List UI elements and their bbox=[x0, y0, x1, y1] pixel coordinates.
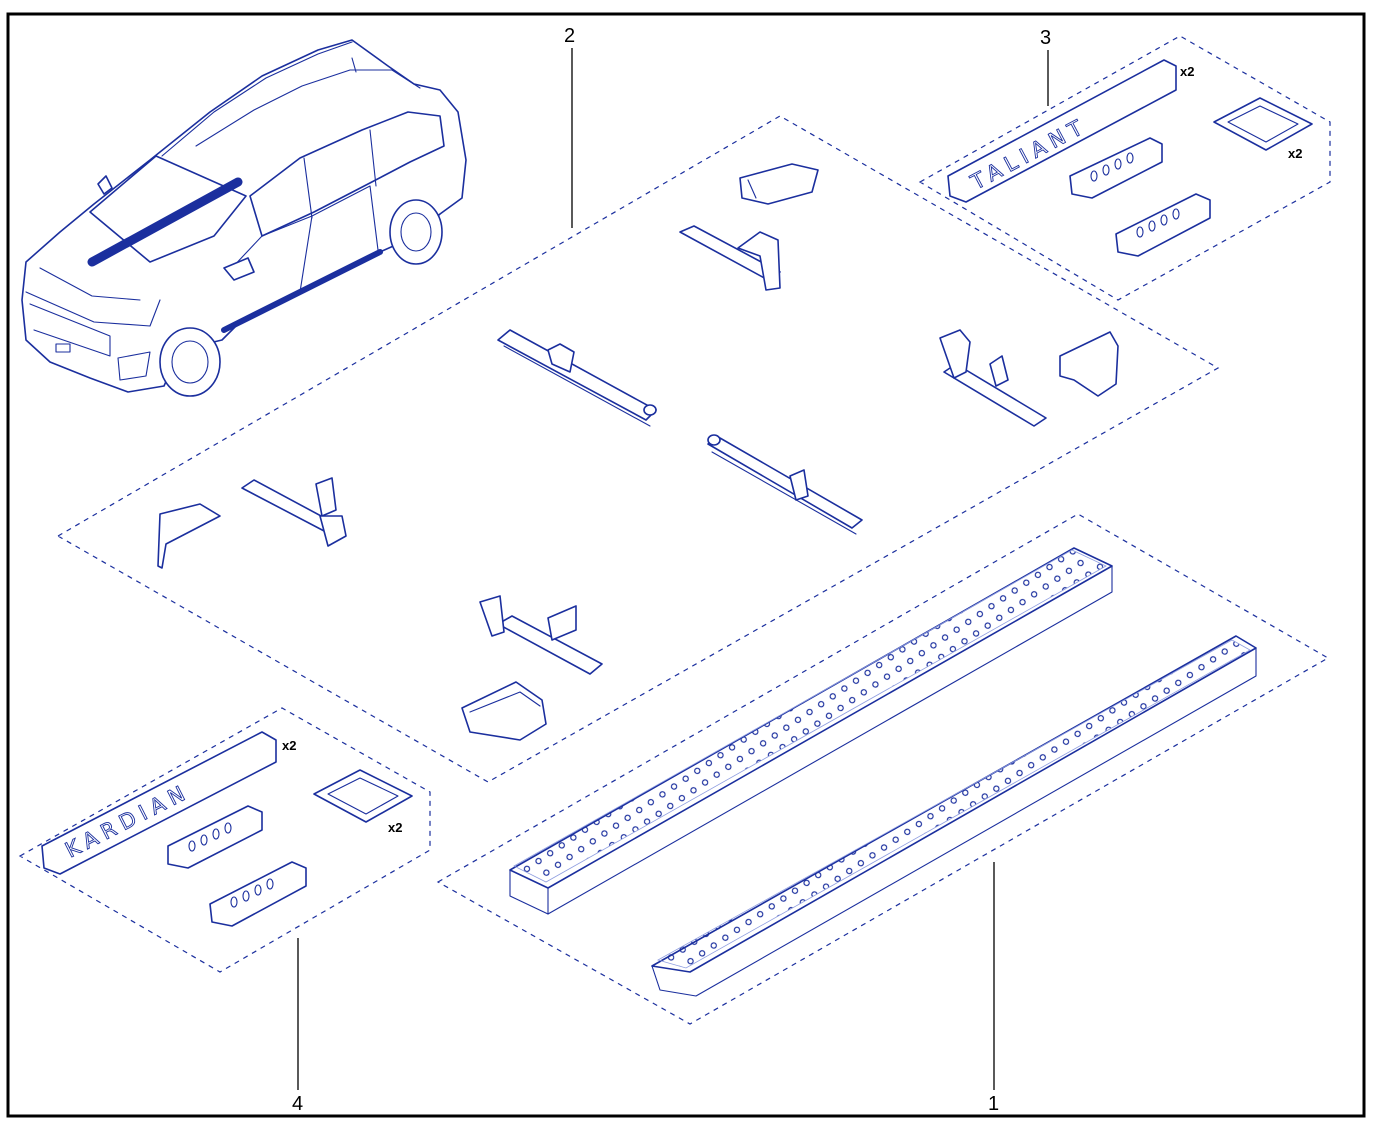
taliant-sticker-quantity: x2 bbox=[1288, 146, 1302, 161]
zone-kardian-sill-plates bbox=[18, 707, 431, 973]
mounting-bracket-icon bbox=[679, 225, 781, 291]
mounting-bracket-icon bbox=[939, 329, 1047, 427]
end-cap-icon bbox=[157, 503, 221, 569]
taliant-plate-quantity: x2 bbox=[1180, 64, 1194, 79]
zone-running-boards bbox=[436, 513, 1330, 1025]
adhesive-pad-icon bbox=[313, 769, 413, 823]
diagram-frame bbox=[6, 12, 1366, 1118]
mounting-bracket-icon bbox=[497, 329, 657, 427]
sill-plate-icon: KARDIAN bbox=[41, 731, 277, 875]
mounting-bracket-icon bbox=[479, 595, 603, 675]
adhesive-pad-icon bbox=[1213, 97, 1313, 151]
zone-brackets bbox=[56, 115, 1220, 783]
callout-3: 3 bbox=[1040, 27, 1051, 49]
mounting-bracket-icon bbox=[241, 477, 347, 547]
suv-vehicle-icon bbox=[21, 39, 467, 397]
sill-plate-icon: TALIANT bbox=[947, 59, 1177, 203]
callout-1: 1 bbox=[988, 1093, 999, 1115]
end-cap-icon bbox=[461, 681, 547, 741]
end-cap-icon bbox=[1059, 331, 1119, 397]
sill-plate-icon bbox=[167, 805, 263, 869]
callout-4: 4 bbox=[292, 1093, 303, 1115]
running-board-icon bbox=[651, 635, 1257, 997]
sill-plate-icon bbox=[209, 861, 307, 927]
end-cap-icon bbox=[739, 163, 819, 205]
kardian-sticker-quantity: x2 bbox=[388, 820, 402, 835]
sill-plate-icon bbox=[1069, 137, 1163, 199]
sill-plate-icon bbox=[1115, 193, 1211, 257]
kardian-plate-quantity: x2 bbox=[282, 738, 296, 753]
mounting-bracket-icon bbox=[707, 434, 863, 535]
zone-taliant-sill-plates bbox=[918, 35, 1331, 301]
running-board-icon bbox=[509, 547, 1113, 915]
callout-2: 2 bbox=[564, 25, 575, 47]
